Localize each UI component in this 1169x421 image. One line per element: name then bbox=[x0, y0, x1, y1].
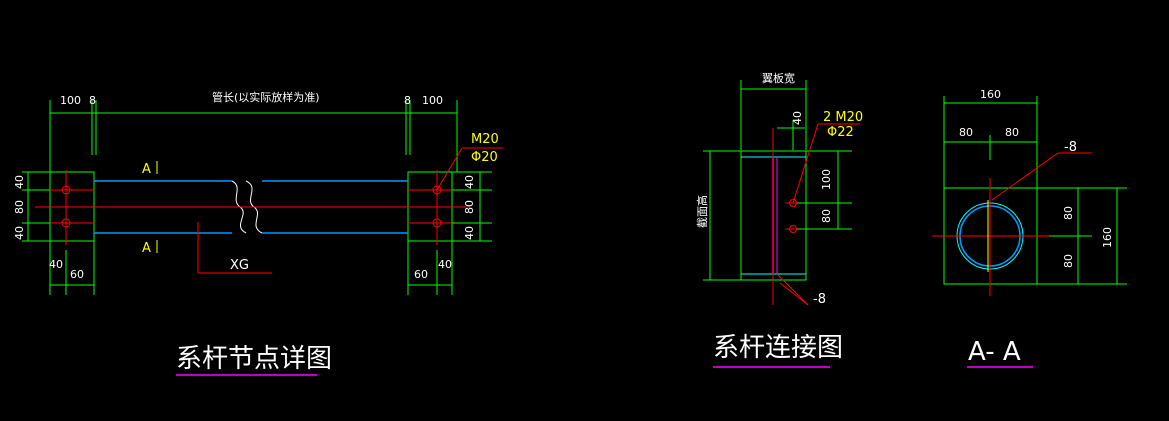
dim-text: 80 bbox=[13, 200, 26, 214]
dim-text: 40 bbox=[13, 175, 26, 189]
section-height-label: 截面高 bbox=[695, 195, 709, 228]
dim-text: 100 bbox=[60, 94, 81, 107]
pipe-length-label: 管长(以实际放样为准) bbox=[212, 90, 320, 104]
dim-text: 80 bbox=[1005, 126, 1019, 139]
bolt-hole bbox=[61, 185, 71, 195]
dim-text: 8 bbox=[404, 94, 411, 107]
plate-leader bbox=[779, 282, 809, 306]
plate-leader bbox=[991, 152, 1059, 201]
dim-text: 80 bbox=[1062, 206, 1075, 220]
dim-text: 80 bbox=[1062, 254, 1075, 268]
dim-text: 100 bbox=[422, 94, 443, 107]
drawing-title: A- A bbox=[968, 337, 1021, 367]
drawing-title: 系杆节点详图 bbox=[176, 344, 332, 374]
plate-label: -8 bbox=[813, 292, 826, 307]
dim-text: 40 bbox=[463, 226, 476, 240]
hole-label: Φ22 bbox=[827, 125, 854, 140]
bolt-label: M20 bbox=[471, 132, 499, 147]
member-label: XG bbox=[230, 258, 249, 273]
dim-text: 60 bbox=[70, 268, 84, 281]
bolt-leader bbox=[436, 147, 463, 191]
dim-text: 160 bbox=[980, 88, 1001, 101]
dim-text: 40 bbox=[13, 226, 26, 240]
section-mark: A bbox=[142, 162, 151, 177]
dim-text: 80 bbox=[820, 209, 833, 223]
dim-text: 40 bbox=[463, 175, 476, 189]
dim-text: 80 bbox=[463, 200, 476, 214]
dim-text: 100 bbox=[820, 169, 833, 190]
tie-rod-connection: 翼板宽 截面高 40 100 80 2 M20 Φ22 -8 系杆连接图 bbox=[695, 71, 863, 368]
plate-leader bbox=[776, 273, 809, 306]
dim-text: 40 bbox=[438, 258, 452, 271]
dim-text: 8 bbox=[89, 94, 96, 107]
hole-label: Φ20 bbox=[471, 150, 498, 165]
drawing-title: 系杆连接图 bbox=[713, 333, 843, 363]
bolt-hole bbox=[432, 218, 442, 228]
plate-label: -8 bbox=[1064, 140, 1077, 155]
dim-text: 60 bbox=[414, 268, 428, 281]
section-a-a: 160 80 80 -8 80 80 160 A- A bbox=[932, 88, 1127, 368]
dim-text: 40 bbox=[791, 111, 804, 125]
bolt-hole bbox=[432, 185, 442, 195]
dim-text: 40 bbox=[49, 258, 63, 271]
dim-text: 80 bbox=[959, 126, 973, 139]
bolt-label: 2 M20 bbox=[823, 110, 863, 125]
flange-width-label: 翼板宽 bbox=[762, 71, 795, 85]
tie-rod-node-detail: 100 8 8 100 管长(以实际放样为准) 40 bbox=[13, 90, 503, 376]
section-mark: A bbox=[142, 241, 151, 256]
bolt-leader bbox=[792, 123, 819, 204]
dim-text: 160 bbox=[1101, 227, 1114, 248]
bolt-hole bbox=[61, 218, 71, 228]
